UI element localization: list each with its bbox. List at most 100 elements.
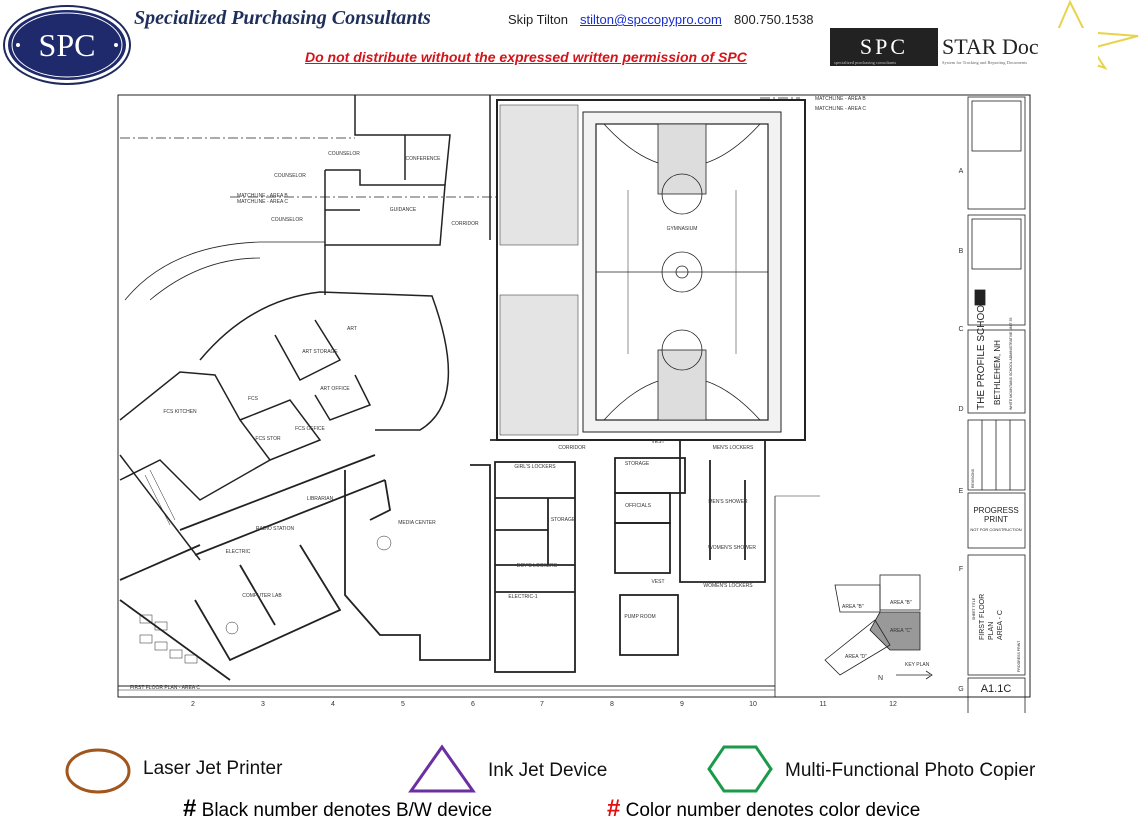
color-number-note: # Color number denotes color device <box>607 795 920 823</box>
title-block <box>967 96 1026 713</box>
copier-hexagon-icon <box>707 745 773 793</box>
legend-ink-jet: Ink Jet Device <box>488 760 608 781</box>
room-label: RADIO STATION <box>256 526 295 532</box>
grid-column-label: 11 <box>819 701 826 708</box>
key-plan-area: AREA "C" <box>890 628 912 634</box>
matchline-label: MATCHLINE - AREA B <box>237 193 288 199</box>
contact-email-link[interactable]: stilton@spccopypro.com <box>580 12 722 27</box>
grid-row-label: G <box>958 686 963 693</box>
room-label: FCS OFFICE <box>295 426 325 432</box>
matchline-label: MATCHLINE - AREA B <box>815 96 866 102</box>
room-label: MEN'S LOCKERS <box>713 445 754 451</box>
grid-column-label: 2 <box>191 701 195 708</box>
sheet-title-line: FIRST FLOOR <box>979 594 986 640</box>
grid-row-label: A <box>959 168 964 175</box>
grid-row-label: C <box>958 326 963 333</box>
legend-laser-jet: Laser Jet Printer <box>143 758 283 779</box>
room-label: ART OFFICE <box>320 386 350 392</box>
revisions-label: REVISIONS <box>971 468 975 488</box>
project-location: BETHLEHEM, NH <box>993 340 1002 405</box>
room-label: COMPUTER LAB <box>242 593 282 599</box>
legend-copier: Multi-Functional Photo Copier <box>785 760 1036 781</box>
room-label: CONFERENCE <box>405 156 441 162</box>
room-label: WOMEN'S LOCKERS <box>703 583 753 589</box>
sheet-title-line: PLAN <box>988 622 995 640</box>
room-label: STORAGE <box>625 461 650 467</box>
grid-column-label: 9 <box>680 701 684 708</box>
room-label: OFFICIALS <box>625 503 652 509</box>
key-plan-area: AREA "B" <box>842 604 864 610</box>
room-label: PUMP ROOM <box>624 614 655 620</box>
sheet-status: PROGRESS PRINT <box>1017 640 1021 672</box>
key-plan <box>824 574 933 680</box>
sheet-border <box>117 94 1031 698</box>
color-note-text: Color number denotes color device <box>625 800 921 821</box>
room-label: COUNSELOR <box>328 151 360 157</box>
room-label: ART STORAGE <box>302 349 338 355</box>
room-label: FCS STOR <box>255 436 281 442</box>
gymnasium <box>496 99 806 441</box>
room-label: BOY'S LOCKERS <box>517 563 558 569</box>
grid-row-label: E <box>959 488 964 495</box>
room-label: ART <box>347 326 357 332</box>
room-label: MEN'S SHOWER <box>708 499 748 505</box>
progress-print-line2: PRINT <box>984 515 1008 524</box>
grid-column-label: 4 <box>331 701 335 708</box>
room-label: ELECTRIC-1 <box>508 594 537 600</box>
grid-row-label: D <box>958 406 963 413</box>
progress-print-line1: PROGRESS <box>973 506 1018 515</box>
black-hash-icon: # <box>183 795 197 822</box>
project-district: WHITE MOUNTAINS SCHOOL ADMINISTRATIVE UN… <box>1009 318 1013 410</box>
bw-number-note: # Black number denotes B/W device <box>183 795 492 823</box>
distribution-warning: Do not distribute without the expressed … <box>305 49 747 65</box>
room-label: COUNSELOR <box>274 173 306 179</box>
key-plan-area: AREA "D" <box>845 654 867 660</box>
project-name: THE PROFILE SCHOOL <box>976 299 987 410</box>
key-plan-area: AREA "B" <box>890 600 912 606</box>
sheet-title-label: SHEET TITLE <box>972 597 976 620</box>
stardoc-sub-right: System for Tracking and Reporting Docume… <box>942 60 1027 65</box>
room-label: GUIDANCE <box>390 207 417 213</box>
spc-logo: SPC <box>3 5 131 85</box>
sheet-number: A1.1C <box>981 683 1012 695</box>
logo-text: SPC <box>39 27 96 63</box>
room-label: FCS <box>248 396 259 402</box>
room-label: ELECTRIC <box>226 549 251 555</box>
stardoc-spc-text: SPC <box>860 34 908 59</box>
ink-jet-triangle-icon <box>408 744 476 793</box>
sheet-title-line: AREA - C <box>997 610 1004 640</box>
room-label: COUNSELOR <box>271 217 303 223</box>
grid-column-label: 12 <box>889 701 897 708</box>
grid-column-label: 10 <box>749 701 757 708</box>
key-plan-title: KEY PLAN <box>905 662 930 668</box>
drawing-caption: FIRST FLOOR PLAN - AREA C <box>130 685 200 691</box>
room-label: LIBRARIAN <box>307 496 334 502</box>
grid-column-label: 3 <box>261 701 265 708</box>
room-label: CORRIDOR <box>451 221 479 227</box>
room-label: STORAGE <box>551 517 576 523</box>
room-label: GYMNASIUM <box>667 226 698 232</box>
grid-column-label: 7 <box>540 701 544 708</box>
company-name: Specialized Purchasing Consultants <box>134 7 431 29</box>
room-label: MEDIA CENTER <box>398 520 436 526</box>
not-for-construction: NOT FOR CONSTRUCTION <box>970 527 1021 532</box>
room-label: VEST <box>651 439 664 445</box>
contact-phone: 800.750.1538 <box>734 12 814 27</box>
grid-row-label: F <box>959 566 963 573</box>
laser-printer-circle-icon <box>65 748 131 794</box>
room-label: FCS KITCHEN <box>163 409 197 415</box>
contact-name: Skip Tilton <box>508 12 568 27</box>
star-doc-logo: SPC STAR Doc specialized purchasing cons… <box>830 0 1139 70</box>
stardoc-sub-left: specialized purchasing consultants <box>834 60 896 65</box>
matchline-label: MATCHLINE - AREA C <box>815 106 866 112</box>
bleachers <box>499 104 579 436</box>
room-label: WOMEN'S SHOWER <box>708 545 756 551</box>
matchline-label: MATCHLINE - AREA C <box>237 199 288 205</box>
room-label: CORRIDOR <box>558 445 586 451</box>
grid-row-label: B <box>959 248 964 255</box>
grid-column-label: 5 <box>401 701 405 708</box>
north-arrow-label: N <box>878 675 883 682</box>
red-hash-icon: # <box>607 795 621 822</box>
room-label: VEST <box>651 579 664 585</box>
grid-column-label: 6 <box>471 701 475 708</box>
